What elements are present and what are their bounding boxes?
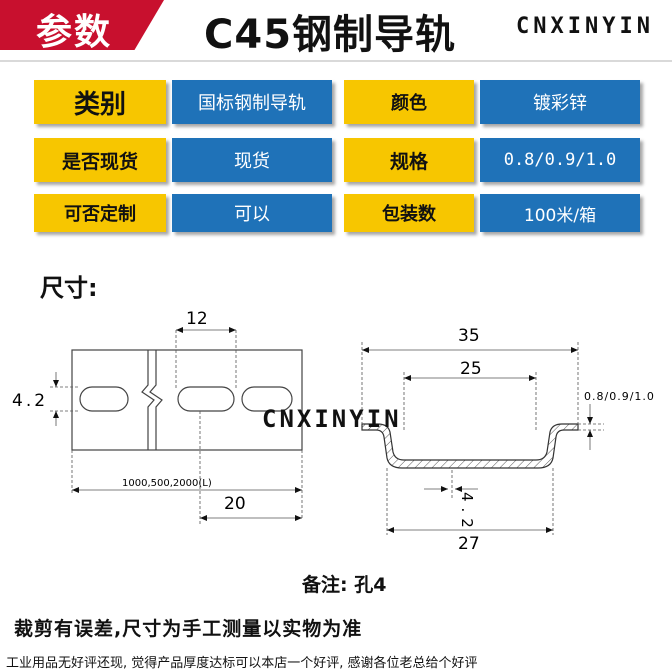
dim-hole: 4.2 [458, 492, 476, 534]
disclaimer: 裁剪有误差,尺寸为手工测量以实物为准 [14, 618, 363, 640]
page-title: C45钢制导轨 [204, 12, 457, 58]
dim-total-width: 35 [458, 326, 480, 346]
spec-value-spec: 0.8/0.9/1.0 [480, 138, 640, 182]
technical-drawing: 12 4.2 1000,500,2000(L) 20 35 25 0.8/0.9… [12, 309, 655, 554]
dim-pitch: 12 [186, 309, 208, 329]
spec-label-stock: 是否现货 [34, 138, 166, 182]
note: 备注: 孔4 [302, 574, 387, 596]
spec-value-package: 100米/箱 [480, 194, 640, 232]
spec-label-package: 包装数 [344, 194, 474, 232]
header-badge: 参数 [0, 0, 164, 50]
footer-text: 工业用品无好评还现, 觉得产品厚度达标可以本店一个好评, 感谢各位老总给个好评 [6, 656, 478, 671]
rail-top-view [71, 349, 303, 451]
spec-value-color: 镀彩锌 [480, 80, 640, 124]
dim-slot: 20 [224, 494, 246, 514]
spec-label-spec: 规格 [344, 138, 474, 182]
spec-value-custom: 可以 [172, 194, 332, 232]
dim-length: 1000,500,2000(L) [122, 478, 212, 489]
dim-height: 4.2 [12, 391, 48, 411]
watermark-brand: CNXINYIN [262, 405, 402, 433]
spec-label-category: 类别 [34, 80, 166, 124]
header-badge-text: 参数 [36, 12, 113, 53]
brand-name: CNXINYIN [516, 14, 654, 39]
spec-label-custom: 可否定制 [34, 194, 166, 232]
dim-thickness: 0.8/0.9/1.0 [584, 390, 655, 403]
spec-value-stock: 现货 [172, 138, 332, 182]
dim-inner-width: 25 [460, 359, 482, 379]
dimension-title: 尺寸: [40, 274, 98, 302]
header-divider [0, 60, 672, 62]
spec-value-category: 国标钢制导轨 [172, 80, 332, 124]
dim-bottom-width: 27 [458, 534, 480, 554]
spec-label-color: 颜色 [344, 80, 474, 124]
